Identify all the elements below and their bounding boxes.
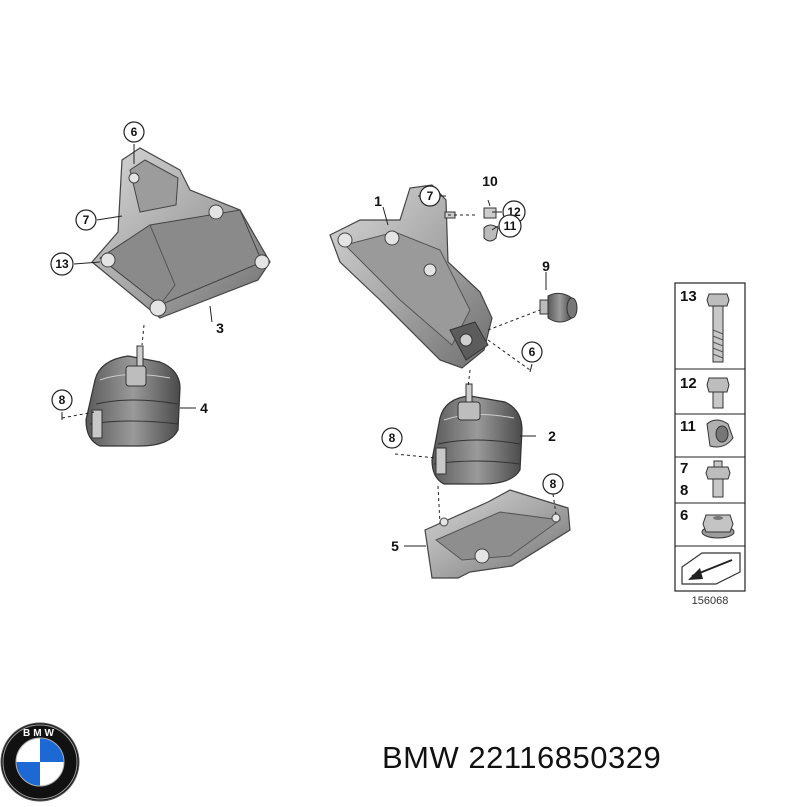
part-label-3: 3	[216, 320, 224, 336]
hardware-legend: 13 12 11 7 8	[674, 282, 746, 607]
diagram-id: 156068	[692, 595, 729, 607]
legend-row-12: 12	[680, 375, 730, 409]
legend-row-13: 13	[680, 288, 730, 363]
clip-nut-icon	[706, 419, 734, 448]
rubber-buffer-part-9	[539, 292, 578, 323]
long-bolt-icon	[706, 293, 730, 363]
svg-text:8: 8	[389, 431, 396, 445]
bmw-logo-icon: BMW	[0, 722, 80, 807]
svg-text:13: 13	[55, 257, 69, 271]
callout-13-left: 13	[50, 252, 74, 276]
svg-text:6: 6	[131, 125, 138, 139]
direction-arrow-icon	[681, 552, 741, 585]
svg-text:6: 6	[680, 507, 688, 524]
flange-nut-icon	[701, 514, 735, 539]
svg-text:11: 11	[680, 418, 696, 435]
legend-row-7-8: 7 8	[680, 460, 731, 499]
callout-7-left: 7	[75, 209, 97, 231]
legend-row-arrow	[681, 552, 741, 585]
part-label-4: 4	[200, 400, 208, 416]
callout-7-right: 7	[419, 185, 441, 207]
callout-8-bracket: 8	[542, 473, 564, 495]
engine-bracket-part-1	[329, 184, 493, 369]
svg-text:13: 13	[680, 288, 697, 305]
callout-6-right: 6	[521, 341, 543, 363]
svg-text:8: 8	[550, 477, 557, 491]
engine-mount-part-2	[431, 383, 523, 485]
mount-bracket-part-5	[424, 489, 571, 579]
callout-6-top: 6	[123, 121, 145, 143]
part-number-caption: BMW 22116850329	[382, 740, 662, 775]
part-label-9: 9	[542, 258, 550, 274]
svg-text:7: 7	[427, 189, 434, 203]
stud-bolt-icon	[705, 460, 731, 498]
svg-text:BMW: BMW	[23, 728, 57, 739]
svg-text:8: 8	[59, 393, 66, 407]
svg-text:7: 7	[680, 460, 688, 477]
part-label-10: 10	[482, 173, 498, 189]
svg-text:7: 7	[83, 213, 90, 227]
svg-text:8: 8	[680, 482, 688, 499]
callout-8-mid: 8	[381, 427, 403, 449]
legend-row-6: 6	[680, 507, 735, 539]
part-label-5: 5	[391, 538, 399, 554]
svg-text:6: 6	[529, 345, 536, 359]
part-label-2: 2	[548, 428, 556, 444]
short-bolt-icon	[706, 377, 730, 409]
callout-11: 11	[498, 214, 522, 238]
engine-mount-part-4	[85, 345, 181, 447]
small-hardware-group	[444, 207, 499, 242]
part-label-1: 1	[374, 193, 382, 209]
svg-text:11: 11	[504, 219, 517, 233]
callout-8-left: 8	[51, 389, 73, 411]
svg-text:12: 12	[680, 375, 697, 392]
engine-bracket-part-3	[91, 147, 271, 319]
legend-row-11: 11	[680, 418, 734, 448]
